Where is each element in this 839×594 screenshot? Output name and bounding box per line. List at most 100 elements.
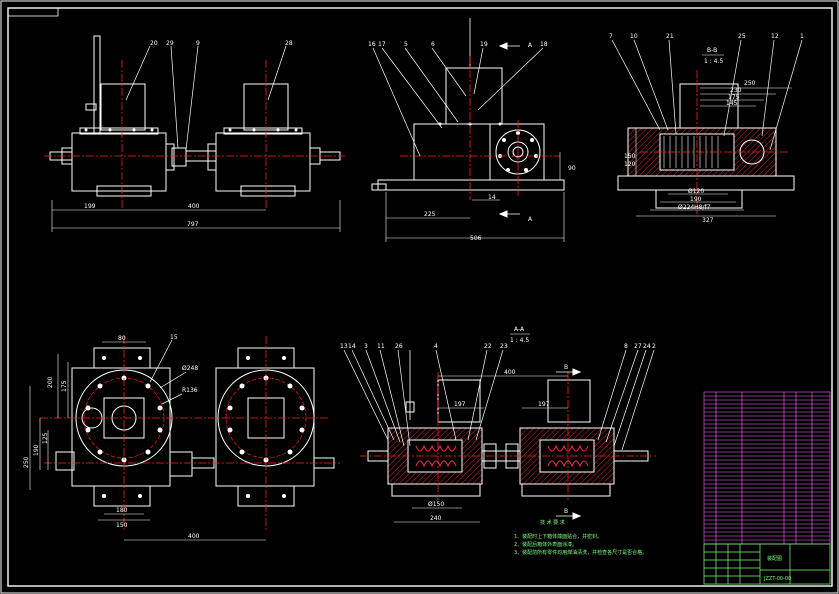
dim-14: 14 — [488, 194, 496, 201]
dim-d248: Ø248 — [182, 365, 198, 372]
dim-400-aa: 400 — [504, 369, 516, 376]
balloon-8: 8 — [624, 343, 628, 350]
section-aa-view — [343, 349, 656, 523]
motor-side — [445, 67, 503, 125]
dim-240: 240 — [430, 515, 442, 522]
corner-stamp — [7, 7, 59, 17]
side-view-labels: 16 17 5 6 19 18 A A 225 506 90 14 — [368, 41, 576, 242]
top-view — [29, 336, 340, 541]
balloon-3: 3 — [364, 343, 368, 350]
notes-heading: 技 术 要 求 — [540, 519, 565, 526]
dim-190-top: 190 — [33, 444, 40, 456]
balloon-15: 15 — [170, 334, 178, 341]
balloon-26: 26 — [395, 343, 403, 350]
dim-327: 327 — [702, 217, 714, 224]
balloon-20: 20 — [150, 40, 158, 47]
title-block-name: 装配图 — [767, 555, 782, 562]
dim-230: 230 — [730, 87, 742, 94]
balloon-17: 17 — [378, 41, 386, 48]
balloon-23: 23 — [500, 343, 508, 350]
balloon-11: 11 — [377, 343, 385, 350]
note-line-3: 3、装配前所有零件均用煤油清洗，并检查各尺寸是否合格。 — [514, 549, 647, 556]
motor-left — [100, 83, 146, 131]
section-mark-a-top: A — [528, 42, 533, 49]
dim-197-left: 197 — [454, 401, 466, 408]
dim-175: 175 — [728, 94, 740, 101]
dim-150-top: 150 — [116, 522, 128, 529]
balloon-9: 9 — [196, 40, 200, 47]
title-block — [703, 543, 831, 585]
balloon-21: 21 — [666, 33, 674, 40]
section-bb-view — [611, 39, 803, 217]
balloon-14: 14 — [348, 343, 356, 350]
section-aa-labels: A-A 1 : 4.5 B B 13 14 3 11 26 4 22 23 8 … — [340, 326, 656, 522]
balloon-4: 4 — [434, 343, 438, 350]
balloon-13: 13 — [340, 343, 348, 350]
dim-125: 125 — [42, 432, 49, 444]
title-block-drawing-no: JZZT-00-00 — [763, 576, 791, 582]
dim-225: 225 — [424, 211, 436, 218]
balloon-1: 1 — [800, 33, 804, 40]
dim-506: 506 — [470, 235, 482, 242]
top-view-labels: 15 80 200 175 125 190 250 Ø248 R136 180 … — [23, 334, 200, 540]
dim-180: 180 — [116, 507, 128, 514]
technical-notes: 技 术 要 求 1、装配时上下箱体端面贴合，并密封。 2、装配后箱体外表面涂漆。… — [514, 519, 647, 556]
dim-150: 150 — [624, 153, 636, 160]
balloon-16: 16 — [368, 41, 376, 48]
base-plate — [377, 179, 565, 191]
balloon-24: 24 — [643, 343, 651, 350]
parts-list — [703, 391, 831, 545]
dim-80: 80 — [118, 335, 126, 342]
balloon-12: 12 — [771, 33, 779, 40]
balloon-29: 29 — [166, 40, 174, 47]
balloon-18: 18 — [540, 41, 548, 48]
balloon-28: 28 — [285, 40, 293, 47]
dim-250-top: 250 — [23, 456, 30, 468]
balloon-7: 7 — [609, 33, 613, 40]
balloon-6: 6 — [431, 41, 435, 48]
dim-d224: Ø224H8/f7 — [678, 204, 711, 211]
section-mark-b-top: B — [564, 364, 568, 371]
balloon-10: 10 — [630, 33, 638, 40]
dim-175-top: 175 — [61, 380, 68, 392]
dim-190: 190 — [690, 196, 702, 203]
section-mark-b-bottom: B — [564, 508, 568, 515]
side-view — [371, 18, 565, 242]
bb-title: B-B — [707, 47, 717, 54]
balloon-2: 2 — [652, 343, 656, 350]
dim-199: 199 — [84, 203, 96, 210]
balloon-22: 22 — [484, 343, 492, 350]
dim-120-left: 120 — [624, 161, 636, 168]
dim-90: 90 — [568, 165, 576, 172]
note-line-1: 1、装配时上下箱体端面贴合，并密封。 — [514, 533, 602, 540]
front-view-labels: 20 29 9 28 199 400 797 — [84, 40, 293, 228]
dim-200: 200 — [47, 376, 54, 388]
balloon-5: 5 — [404, 41, 408, 48]
aa-scale: 1 : 4.5 — [510, 337, 529, 344]
dim-r136: R136 — [182, 387, 198, 394]
gearbox-left — [71, 132, 167, 192]
note-line-2: 2、装配后箱体外表面涂漆。 — [514, 541, 577, 548]
dim-250: 250 — [744, 80, 756, 87]
balloon-25: 25 — [738, 33, 746, 40]
balloon-27: 27 — [634, 343, 642, 350]
gearbox-right — [215, 132, 311, 192]
dim-797: 797 — [187, 221, 199, 228]
dim-197-right: 197 — [538, 401, 550, 408]
dim-400: 400 — [188, 203, 200, 210]
section-bb-labels: B-B 1 : 4.5 7 10 21 25 12 1 250 230 175 … — [609, 33, 804, 224]
front-view — [44, 35, 345, 232]
section-mark-a-bottom: A — [528, 216, 533, 223]
gearbox-side — [413, 123, 545, 181]
bb-scale: 1 : 4.5 — [704, 58, 723, 65]
dim-145: 145 — [726, 100, 738, 107]
aa-title: A-A — [514, 326, 525, 333]
bb-base — [617, 175, 795, 191]
sheet-border-inner — [7, 7, 833, 587]
dim-d120: Ø120 — [688, 188, 704, 195]
dim-400-top: 400 — [188, 533, 200, 540]
dim-d150: Ø150 — [428, 501, 444, 508]
balloon-19: 19 — [480, 41, 488, 48]
